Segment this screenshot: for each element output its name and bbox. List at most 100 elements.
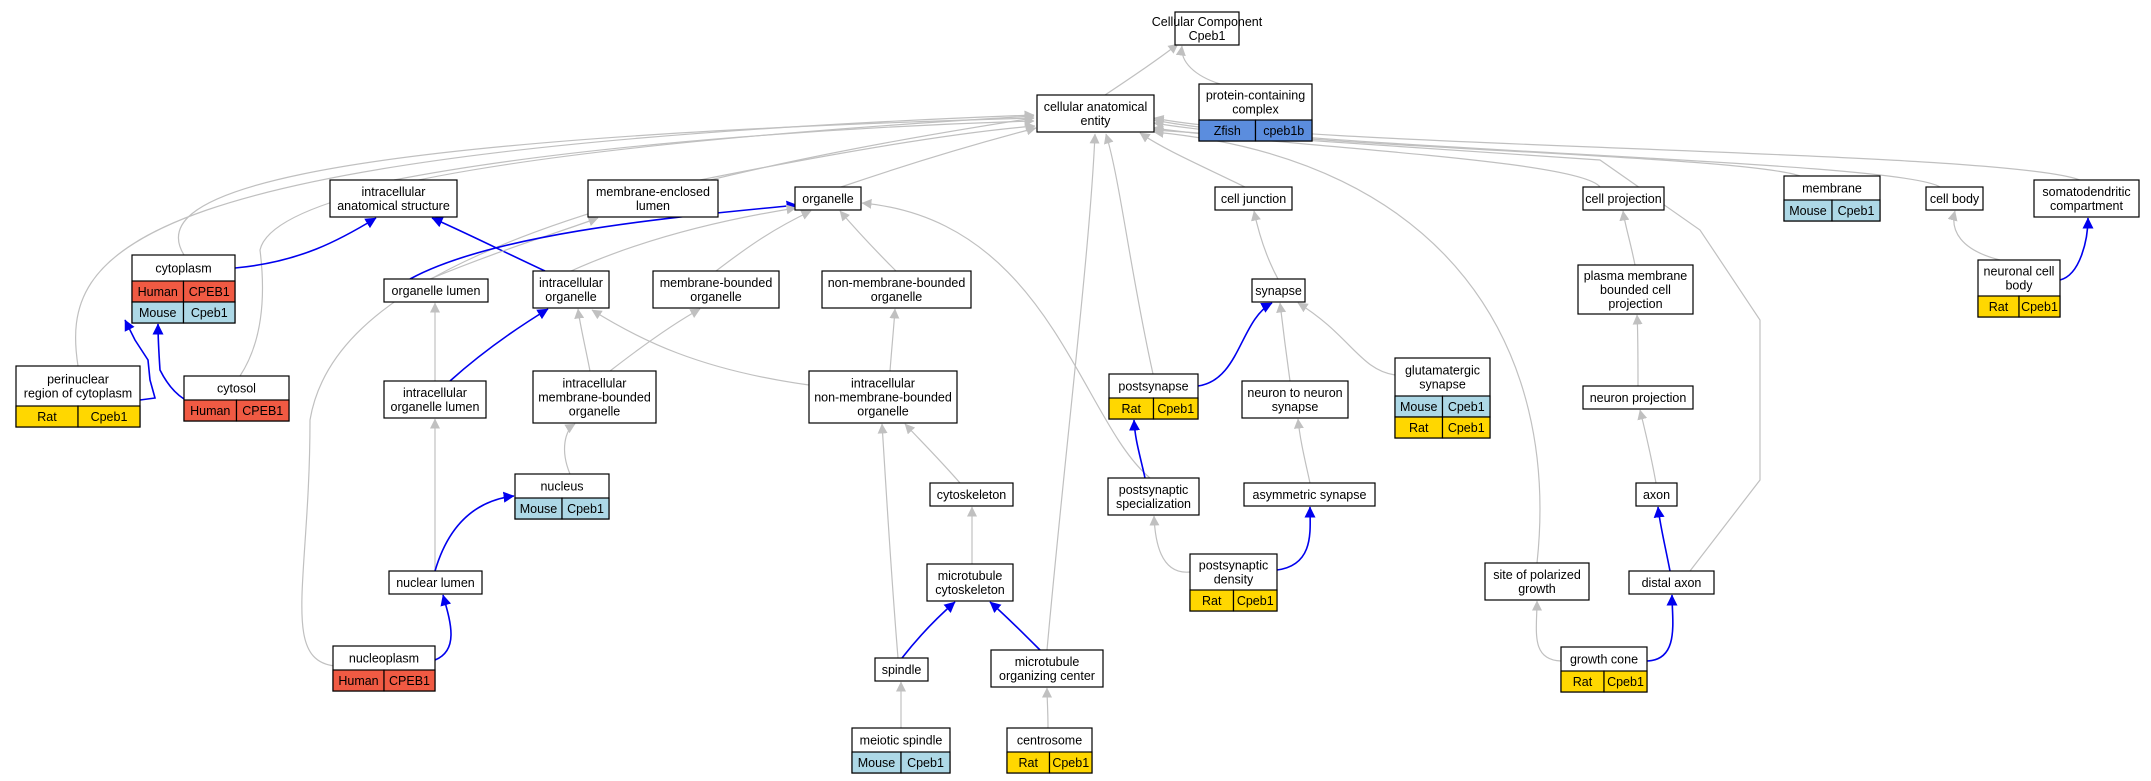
- edge-is-a-ncb-to-cb: [1947, 210, 2001, 261]
- node-label-line: nucleus: [540, 480, 583, 494]
- node-label-line: region of cytoplasm: [24, 387, 132, 401]
- edge-is-a-nmbo-to-org: [839, 210, 897, 272]
- node-box: [1214, 186, 1293, 211]
- gene-label: Cpeb1: [907, 756, 944, 770]
- edge-is-a-imbo-to-mbo: [609, 308, 701, 372]
- node-np[interactable]: neuron projection: [1582, 385, 1694, 410]
- edge-part-of-ps-to-syn: [1197, 302, 1273, 387]
- node-as[interactable]: asymmetric synapse: [1243, 482, 1376, 507]
- node-csk[interactable]: cytoskeleton: [929, 482, 1014, 507]
- edge-part-of-psd-to-as: [1276, 506, 1316, 571]
- node-label-line: cytoplasm: [155, 262, 211, 276]
- node-cp[interactable]: cell projection: [1582, 186, 1665, 211]
- node-label-line: cell body: [1930, 192, 1980, 206]
- node-label-line: complex: [1232, 103, 1279, 117]
- node-spindle[interactable]: spindle: [874, 657, 929, 682]
- node-orgl[interactable]: organelle lumen: [383, 278, 489, 303]
- gene-cell: [1152, 397, 1199, 420]
- edge-part-of-cytosol-to-cyto: [152, 323, 185, 400]
- node-label-line: organelle: [569, 405, 620, 419]
- node-box: [388, 570, 483, 595]
- node-box: [874, 657, 929, 682]
- node-label-line: cell junction: [1221, 192, 1286, 206]
- species-label: Rat: [1573, 675, 1593, 689]
- node-label-line: nucleoplasm: [349, 652, 419, 666]
- node-label-line: membrane-bounded: [538, 391, 651, 405]
- node-label-line: neuron to neuron: [1247, 386, 1342, 400]
- edge-is-a-cyto-to-cae: [177, 113, 1035, 256]
- node-inmbo[interactable]: intracellularnon-membrane-boundedorganel…: [808, 370, 958, 424]
- node-cb[interactable]: cell body: [1925, 186, 1984, 211]
- gene-cell: [383, 669, 436, 692]
- species-label: Mouse: [1400, 400, 1438, 414]
- node-label-line: intracellular: [539, 276, 603, 290]
- node-label-line: postsynapse: [1118, 380, 1188, 394]
- node-label-line: microtubule: [1015, 655, 1080, 669]
- gene-cell: [77, 405, 141, 428]
- node-cj[interactable]: cell junction: [1214, 186, 1293, 211]
- gene-label: Cpeb1: [1052, 756, 1089, 770]
- node-syn[interactable]: synapse: [1251, 278, 1306, 303]
- gene-cell: [1232, 589, 1278, 612]
- gene-label: Cpeb1: [1237, 594, 1274, 608]
- node-org[interactable]: organelle: [794, 186, 862, 211]
- node-box: [1251, 278, 1306, 303]
- species-label: Rat: [1202, 594, 1222, 608]
- node-nl[interactable]: nuclear lumen: [388, 570, 483, 595]
- node-label-line: organelle: [545, 290, 596, 304]
- gene-label: Cpeb1: [1157, 402, 1194, 416]
- node-axon[interactable]: axon: [1635, 482, 1678, 507]
- gene-cell: [235, 399, 290, 422]
- edge-is-a-io-to-org: [570, 204, 797, 272]
- node-label-line: membrane: [1802, 182, 1862, 196]
- edge-is-a-nns-to-syn: [1276, 302, 1291, 382]
- node-label-line: specialization: [1116, 497, 1191, 511]
- edge-is-a-imbo-to-io: [574, 308, 591, 372]
- node-da[interactable]: distal axon: [1628, 570, 1715, 595]
- node-label-line: compartment: [2050, 199, 2123, 213]
- node-label-line: postsynaptic: [1199, 559, 1268, 573]
- node-label-line: anatomical structure: [337, 199, 450, 213]
- edge-is-a-axon-to-np: [1637, 409, 1657, 484]
- edge-is-a-org-to-cae: [840, 125, 1037, 188]
- edge-is-a-pss-to-org: [861, 198, 1151, 479]
- node-box: [1484, 562, 1590, 601]
- edge-is-a-spindle-to-inmbo: [877, 423, 899, 659]
- gene-label: Cpeb1: [191, 306, 228, 320]
- node-label-line: neuron projection: [1590, 391, 1687, 405]
- node-label-line: meiotic spindle: [860, 734, 943, 748]
- node-box: [383, 380, 487, 419]
- node-label-line: glutamatergic: [1405, 364, 1480, 378]
